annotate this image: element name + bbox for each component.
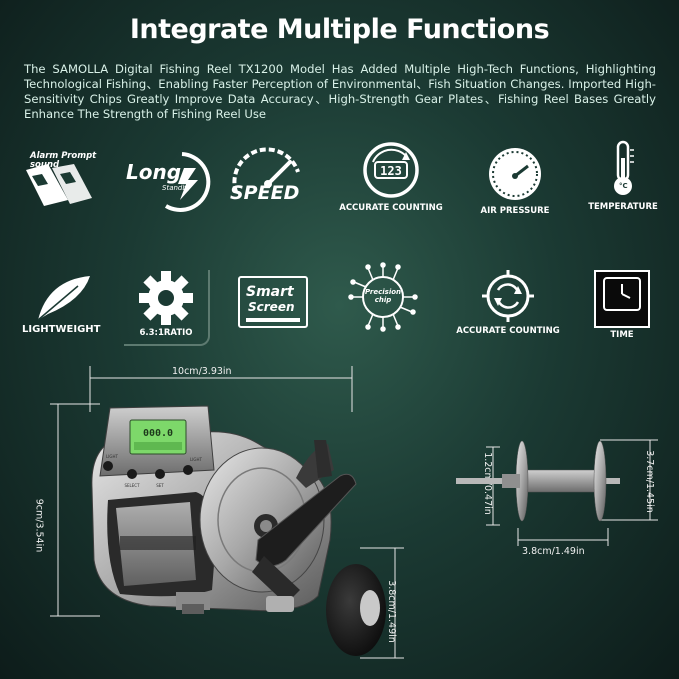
screen-label: Screen [248,300,295,314]
description: The SAMOLLA Digital Fishing Reel TX1200 … [24,62,656,121]
gear-ratio-label: 6.3:1RATIO [139,328,193,338]
counter-icon: 123 [363,142,419,198]
select-button-label: SELECT [124,483,140,488]
standby-label: Standby [162,184,191,192]
feature-accurate-counting: 123 ACCURATE COUNTING [336,140,446,216]
light-label-left: LIGHT [106,454,119,459]
time-label: TIME [610,330,634,340]
screen-underline [246,318,300,322]
alarm-prompt-icon [26,164,92,206]
clock-icon [603,277,641,311]
air-pressure-label: AIR PRESSURE [480,206,550,216]
speed-gauge-icon [232,147,300,193]
refresh-counting-label: ACCURATE COUNTING [456,326,560,336]
set-button-dot [155,469,165,479]
smart-label: Smart [246,284,294,300]
lightweight-label: LIGHTWEIGHT [22,324,101,335]
smart-screen-icon: Smart Screen [238,276,308,328]
celsius-unit: °C [619,182,628,190]
feature-refresh-counting: ACCURATE COUNTING [452,268,564,340]
long-standby-icon [164,152,211,212]
reel-width-dimension: 10cm/3.93in [172,366,232,377]
lcd-reading: 000.0 [143,428,173,439]
spool-illustration [456,440,620,522]
accurate-counting-label: ACCURATE COUNTING [339,203,443,213]
spool-width-dimension: 3.8cm/1.49in [522,546,585,557]
alarm-prompt-label: Alarm Prompt sound [30,151,97,170]
temperature-label: TEMPERATURE [588,202,658,212]
handle-knob [326,564,386,656]
counter-display: 123 [380,164,402,178]
feature-speed: SPEED [226,147,310,210]
feature-air-pressure: AIR PRESSURE [470,140,560,216]
thermometer-icon [614,140,634,195]
precision-label: Precision chip [364,288,402,304]
feather-icon [37,276,90,321]
precision-chip-icon [348,262,418,332]
feature-time: TIME [594,270,650,340]
feature-precision-chip: Precision chip [348,262,418,332]
air-pressure-gauge-icon [489,148,541,200]
feature-lightweight: LIGHTWEIGHT [18,270,104,340]
speed-label: SPEED [230,182,300,204]
feature-temperature: °C TEMPERATURE [584,138,662,216]
refresh-counting-icon [482,270,534,322]
feature-gear-ratio: 6.3:1RATIO [124,270,210,346]
set-button-label: SET [156,483,164,488]
light-label-right: LIGHT [190,457,203,462]
headline: Integrate Multiple Functions [129,14,550,45]
feature-alarm-prompt: Alarm Prompt sound [18,148,96,210]
gear-icon [139,271,193,325]
select-button-dot [127,469,137,479]
feature-long-standby: Long Standby [122,148,216,212]
long-label: Long [126,160,182,184]
